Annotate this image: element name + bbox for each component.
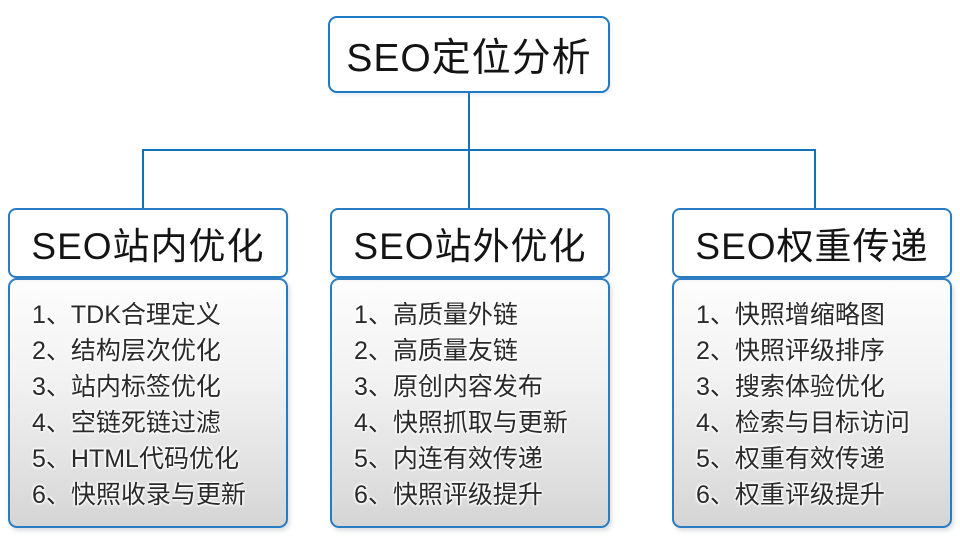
list-item: 5、权重有效传递 bbox=[696, 445, 885, 473]
list-item: 5、HTML代码优化 bbox=[32, 445, 239, 473]
branch-title: SEO站内优化 bbox=[31, 226, 265, 267]
branch-header: SEO站外优化 bbox=[330, 208, 610, 278]
list-item: 4、检索与目标访问 bbox=[696, 409, 910, 437]
connector-right-drop bbox=[814, 149, 816, 209]
list-item: 2、高质量友链 bbox=[354, 337, 518, 365]
connector-horizontal-bar bbox=[142, 149, 816, 151]
branch-item-panel: 1、快照增缩略图 2、快照评级排序 3、搜索体验优化 4、检索与目标访问 5、权… bbox=[672, 278, 952, 528]
list-item: 3、搜索体验优化 bbox=[696, 373, 885, 401]
branch-item-panel: 1、高质量外链 2、高质量友链 3、原创内容发布 4、快照抓取与更新 5、内连有… bbox=[330, 278, 610, 528]
branch-header: SEO站内优化 bbox=[8, 208, 288, 278]
branch-header: SEO权重传递 bbox=[672, 208, 952, 278]
connector-left-drop bbox=[142, 149, 144, 209]
root-node-title: SEO定位分析 bbox=[346, 36, 592, 80]
list-item: 1、高质量外链 bbox=[354, 301, 518, 329]
branch-title: SEO权重传递 bbox=[695, 226, 929, 267]
list-item: 2、结构层次优化 bbox=[32, 337, 221, 365]
list-item: 4、空链死链过滤 bbox=[32, 409, 221, 437]
branch-title: SEO站外优化 bbox=[353, 226, 587, 267]
list-item: 4、快照抓取与更新 bbox=[354, 409, 568, 437]
list-item: 6、权重评级提升 bbox=[696, 481, 885, 509]
list-item: 2、快照评级排序 bbox=[696, 337, 885, 365]
list-item: 5、内连有效传递 bbox=[354, 445, 543, 473]
branch-item-panel: 1、TDK合理定义 2、结构层次优化 3、站内标签优化 4、空链死链过滤 5、H… bbox=[8, 278, 288, 528]
list-item: 1、TDK合理定义 bbox=[32, 301, 221, 329]
list-item: 6、快照评级提升 bbox=[354, 481, 543, 509]
list-item: 1、快照增缩略图 bbox=[696, 301, 885, 329]
list-item: 6、快照收录与更新 bbox=[32, 481, 246, 509]
branch-onsite-optimization: SEO站内优化 1、TDK合理定义 2、结构层次优化 3、站内标签优化 4、空链… bbox=[8, 208, 288, 528]
branch-weight-transfer: SEO权重传递 1、快照增缩略图 2、快照评级排序 3、搜索体验优化 4、检索与… bbox=[672, 208, 952, 528]
list-item: 3、原创内容发布 bbox=[354, 373, 543, 401]
list-item: 3、站内标签优化 bbox=[32, 373, 221, 401]
root-node: SEO定位分析 bbox=[328, 16, 610, 93]
branch-offsite-optimization: SEO站外优化 1、高质量外链 2、高质量友链 3、原创内容发布 4、快照抓取与… bbox=[330, 208, 610, 528]
